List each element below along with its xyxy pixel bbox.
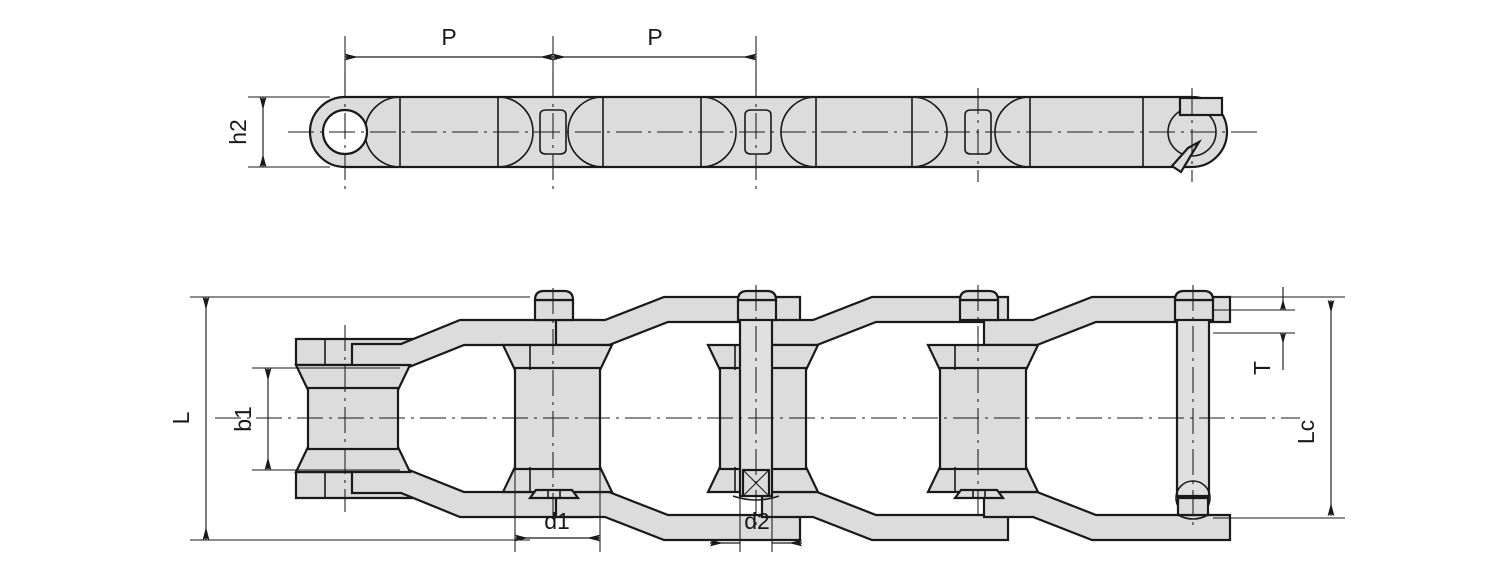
dimension-L: L <box>168 296 530 541</box>
pin-1-head <box>533 298 575 322</box>
bush-1-bot-taper <box>294 445 412 474</box>
bush-1-top-taper <box>294 363 412 392</box>
pin-head-1 <box>539 109 567 155</box>
dimension-label-h2: h2 <box>225 119 251 145</box>
end-pin-head-cap <box>1173 289 1215 302</box>
dimension-pitch-left: P <box>344 24 554 95</box>
bush-2-top-taper <box>501 343 614 372</box>
pin-2-cotter <box>952 488 1006 500</box>
dimension-label-P-right: P <box>647 24 662 50</box>
dimension-label-T: T <box>1249 361 1275 375</box>
dimension-label-d1: d1 <box>544 508 570 534</box>
dimension-d2: d2 <box>710 496 802 552</box>
dimension-d1: d1 <box>514 470 601 552</box>
dimension-h2: h2 <box>225 96 330 168</box>
pin-2-head-cap <box>958 289 1000 302</box>
plate-end-arc-2 <box>497 96 534 168</box>
dimension-label-L: L <box>168 411 194 424</box>
cranked-link-plates <box>294 295 1232 542</box>
plan-view: L b1 d1 d2 T <box>168 285 1345 552</box>
end-pin-head <box>1173 298 1215 322</box>
cotter-pin-head <box>1178 96 1224 117</box>
pin-2-head <box>958 298 1000 322</box>
pin-1-head-cap <box>533 289 575 302</box>
dimension-T: T <box>1213 287 1295 375</box>
dimension-label-P-left: P <box>441 24 456 50</box>
bush-4-top-taper <box>926 343 1040 372</box>
end-pin-assembly <box>1173 289 1215 520</box>
side-view-link-plate-chain <box>308 95 1229 174</box>
dimension-b1: b1 <box>230 367 400 471</box>
pin-head-3 <box>964 109 992 155</box>
bush-4-bot-taper <box>926 465 1040 494</box>
end-pin-bottom-arc <box>1177 514 1209 520</box>
connecting-pin-assembly <box>706 289 820 501</box>
dimension-Lc: Lc <box>1213 296 1345 519</box>
dimension-label-d2: d2 <box>744 508 770 534</box>
pin-1-cotter <box>527 488 581 500</box>
pin-head-2 <box>744 109 772 155</box>
dimension-label-b1: b1 <box>230 406 256 432</box>
dimension-pitch-right: P <box>553 24 757 95</box>
dimension-label-Lc: Lc <box>1293 420 1319 444</box>
bush-2-bot-taper <box>501 465 614 494</box>
connecting-pin-head <box>736 298 778 322</box>
plate-end-arc-4 <box>700 96 737 168</box>
side-view: P P h2 <box>225 24 1262 192</box>
connecting-pin-head-cap <box>736 289 778 302</box>
